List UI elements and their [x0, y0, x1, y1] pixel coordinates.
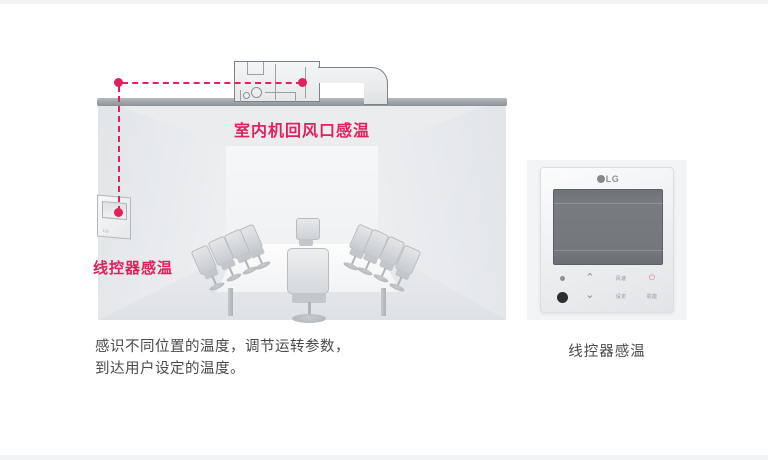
wall-mounted-controller: LG — [97, 194, 131, 240]
caption-line-2: 到达用户设定的温度。 — [95, 361, 245, 378]
top-edge-strip — [0, 0, 768, 4]
chair-foreground — [287, 248, 329, 323]
unit-detail-line-7 — [295, 92, 296, 102]
scene-caption: 感识不同位置的温度，调节运转参数， 到达用户设定的温度。 — [95, 336, 350, 381]
remote-indicator-dot[interactable] — [560, 276, 565, 281]
blower-wheel-small — [243, 92, 250, 99]
chair-seat — [292, 293, 326, 303]
remote-power-button[interactable]: ⏻ — [648, 273, 656, 282]
sensor-dot-corner — [114, 78, 123, 87]
return-air-sensor-label: 室内机回风口感温 — [233, 123, 370, 140]
remote-button-grid: ⌃ 风速 ⏻ ⌄ 设定 机能 — [551, 272, 667, 310]
unit-detail-line-5 — [240, 90, 241, 102]
unit-detail-line-4 — [275, 64, 276, 100]
remote-function-button[interactable]: 机能 — [646, 294, 658, 300]
table-leg-left — [228, 288, 233, 316]
lcd-divider-top — [554, 203, 664, 204]
wire-controller-sensor-label: 线控器感温 — [93, 260, 174, 277]
table-leg-right — [381, 288, 386, 316]
lg-wordmark: LG — [605, 174, 620, 184]
remote-mode-button[interactable] — [557, 292, 568, 303]
remote-set-button[interactable]: 设定 — [615, 294, 627, 300]
wall-controller-screen — [102, 200, 127, 221]
blower-wheel — [251, 87, 262, 98]
chair-seat — [299, 239, 313, 246]
air-duct-elbow — [318, 67, 388, 105]
remote-lcd-display — [553, 189, 664, 265]
unit-detail-line-3 — [263, 62, 264, 75]
chair-head — [296, 218, 320, 246]
chair-base — [292, 314, 326, 323]
room-illustration: 室内机回风口感温 — [97, 98, 507, 323]
lg-logo: LG — [541, 174, 675, 184]
unit-detail-line-1 — [247, 62, 248, 75]
caption-line-1: 感识不同位置的温度，调节运转参数， — [95, 339, 350, 355]
remote-fan-speed-button[interactable]: 风速 — [615, 276, 627, 282]
unit-detail-line-2 — [247, 74, 263, 75]
remote-controller-photo: LG ⌃ 风速 ⏻ ⌄ 设定 机能 — [527, 160, 687, 320]
lcd-divider-bottom — [554, 250, 664, 251]
conference-furniture — [183, 218, 433, 323]
remote-up-arrow-icon[interactable]: ⌃ — [585, 272, 595, 284]
unit-detail-line-6 — [265, 92, 295, 93]
remote-down-arrow-icon[interactable]: ⌄ — [585, 289, 595, 301]
remote-controller-device: LG ⌃ 风速 ⏻ ⌄ 设定 机能 — [540, 167, 674, 313]
chair-post — [308, 302, 311, 317]
indoor-unit-body — [234, 61, 320, 102]
remote-controller-caption: 线控器感温 — [568, 344, 646, 360]
lg-circle-icon — [596, 175, 605, 183]
ducted-indoor-unit — [234, 61, 389, 105]
wall-controller-logo: LG — [103, 228, 109, 234]
bottom-edge-strip — [0, 455, 768, 460]
unit-vent-slat — [305, 67, 306, 98]
chair-seat — [394, 268, 411, 281]
ceiling-beam — [97, 98, 507, 106]
